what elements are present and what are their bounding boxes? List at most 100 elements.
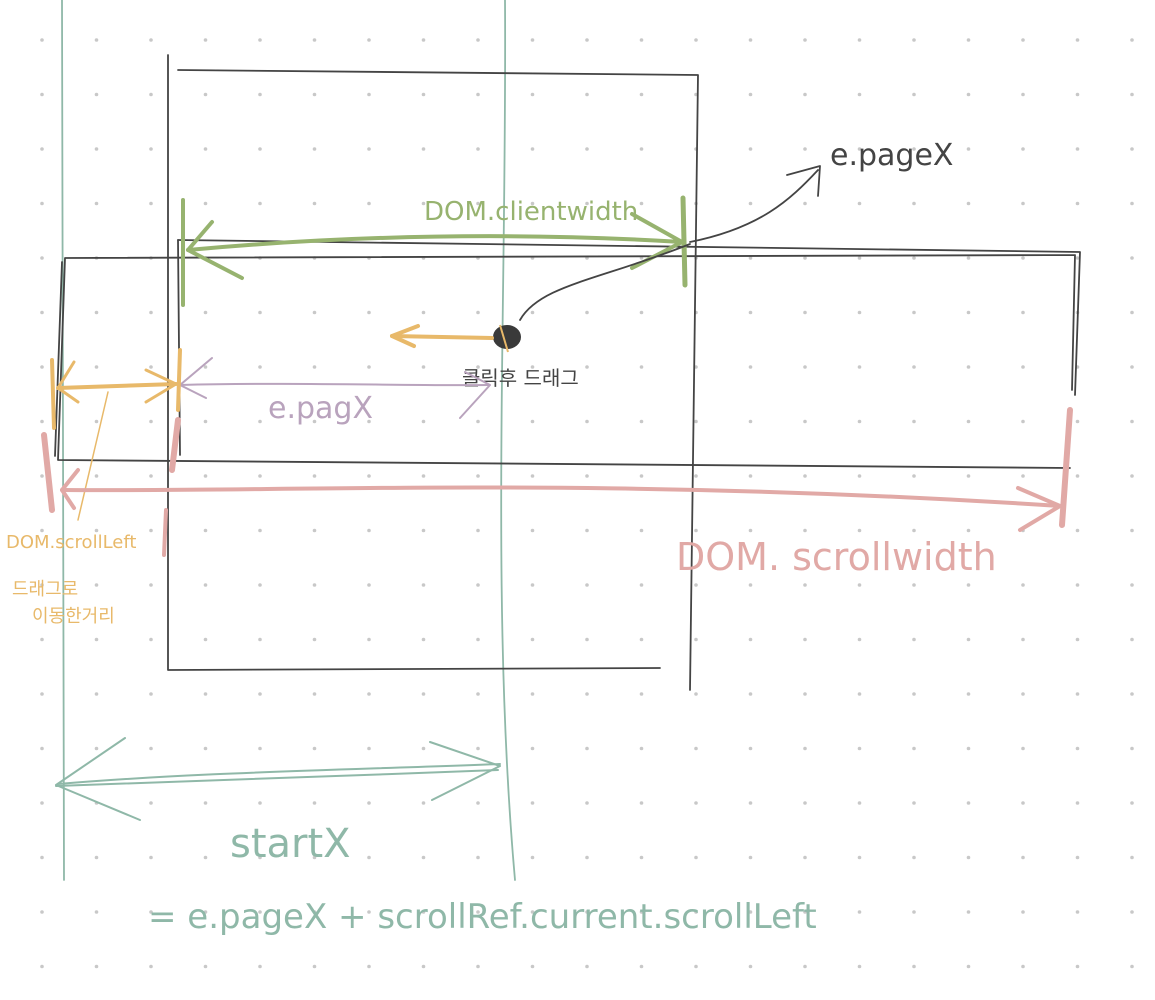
grid-dot xyxy=(530,92,535,97)
scroll-width-arrow xyxy=(41,407,1073,557)
grid-dot xyxy=(585,910,589,914)
grid-dot xyxy=(639,310,644,315)
grid-dot xyxy=(367,692,371,696)
grid-dot xyxy=(530,583,535,587)
grid-dot xyxy=(367,92,371,97)
grid-dot xyxy=(94,310,99,315)
grid-dot xyxy=(639,746,644,751)
grid-dot xyxy=(639,855,644,860)
grid-dot xyxy=(421,474,426,478)
grid-dot xyxy=(1075,419,1080,424)
grid-dot xyxy=(258,310,262,315)
grid-dot xyxy=(1021,692,1025,696)
grid-dot xyxy=(203,746,208,751)
grid-dot xyxy=(258,910,262,914)
grid-dot xyxy=(1130,256,1134,260)
grid-dot xyxy=(40,474,44,478)
grid-dot xyxy=(476,528,480,533)
grid-dot xyxy=(530,801,535,805)
grid-dot xyxy=(40,419,44,424)
grid-dot xyxy=(312,310,317,315)
grid-dot xyxy=(530,147,535,151)
grid-dot xyxy=(966,637,971,642)
grid-dot xyxy=(94,419,99,424)
grid-dot xyxy=(476,910,480,914)
grid-dot xyxy=(1075,692,1080,696)
grid-dot xyxy=(803,746,807,751)
grid-dot xyxy=(639,201,644,206)
grid-dot xyxy=(476,637,480,642)
grid-dot xyxy=(748,964,753,969)
grid-dot xyxy=(639,92,644,97)
scroll-left-arrow xyxy=(50,348,182,521)
grid-dot xyxy=(1130,92,1134,97)
grid-dot xyxy=(149,801,153,805)
grid-dot xyxy=(530,365,535,369)
grid-dot xyxy=(530,528,535,533)
grid-dot xyxy=(203,692,208,696)
grid-dot xyxy=(912,365,916,369)
grid-dot xyxy=(149,474,153,478)
grid-dot xyxy=(694,637,698,642)
grid-dot xyxy=(203,310,208,315)
grid-dot xyxy=(694,692,698,696)
grid-dot xyxy=(367,474,371,478)
grid-dot xyxy=(912,147,916,151)
grid-dot xyxy=(857,38,862,42)
grid-dot xyxy=(639,910,644,914)
grid-dot xyxy=(203,964,208,969)
grid-dot xyxy=(258,637,262,642)
grid-dot xyxy=(258,801,262,805)
grid-dot xyxy=(258,38,262,42)
grid-dot xyxy=(312,38,317,42)
grid-dot xyxy=(1021,964,1025,969)
grid-dot xyxy=(1021,583,1025,587)
grid-dot xyxy=(530,746,535,751)
grid-dot xyxy=(585,474,589,478)
grid-dot xyxy=(966,419,971,424)
grid-dot xyxy=(585,528,589,533)
grid-dot xyxy=(40,310,44,315)
grid-dot xyxy=(748,365,753,369)
grid-dot xyxy=(367,583,371,587)
grid-dot xyxy=(1075,147,1080,151)
grid-dot xyxy=(476,201,480,206)
drag-distance-label-2: 이동한거리 xyxy=(32,606,115,627)
grid-dot xyxy=(857,746,862,751)
grid-dot xyxy=(203,92,208,97)
grid-dot xyxy=(912,256,916,260)
grid-dot xyxy=(694,474,698,478)
grid-dot xyxy=(966,746,971,751)
grid-dot xyxy=(748,201,753,206)
grid-dot xyxy=(1130,692,1134,696)
grid-dot xyxy=(1021,637,1025,642)
grid-dot xyxy=(312,964,317,969)
grid-dot xyxy=(639,474,644,478)
grid-dot xyxy=(203,855,208,860)
grid-dot xyxy=(40,38,44,42)
grid-dot xyxy=(694,964,698,969)
grid-dot xyxy=(966,855,971,860)
grid-dot xyxy=(367,147,371,151)
grid-dot xyxy=(1021,38,1025,42)
grid-dot xyxy=(94,746,99,751)
grid-dot xyxy=(639,801,644,805)
grid-dot xyxy=(912,692,916,696)
grid-dot xyxy=(203,38,208,42)
grid-dot xyxy=(530,201,535,206)
grid-dot xyxy=(694,419,698,424)
grid-dot xyxy=(1130,474,1134,478)
grid-dot xyxy=(1075,474,1080,478)
grid-dot xyxy=(857,92,862,97)
grid-dot xyxy=(585,147,589,151)
grid-dot xyxy=(367,419,371,424)
grid-dot xyxy=(748,147,753,151)
grid-dot xyxy=(748,92,753,97)
grid-dot xyxy=(803,310,807,315)
grid-dot xyxy=(639,637,644,642)
grid-dot xyxy=(94,855,99,860)
grid-dot xyxy=(476,147,480,151)
grid-dot xyxy=(1130,910,1134,914)
grid-dot xyxy=(639,528,644,533)
grid-dot xyxy=(203,910,208,914)
